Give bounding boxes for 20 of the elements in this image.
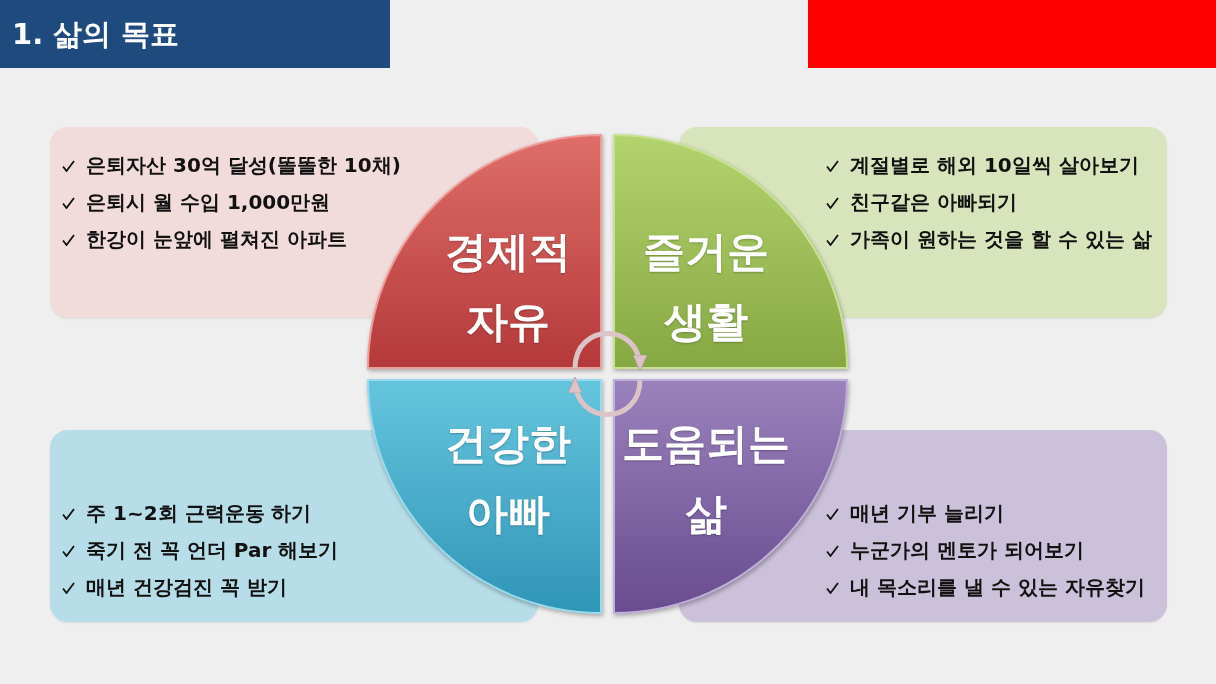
segment-label: 즐거운 생활: [643, 226, 769, 348]
goal-item: 가족이 원하는 것을 할 수 있는 삶: [850, 226, 1152, 253]
cycle-arrow: [572, 331, 646, 372]
segment-label: 도움되는 삶: [622, 418, 790, 540]
cycle-arrow: [569, 376, 643, 417]
goal-item: 죽기 전 꼭 언더 Par 해보기: [86, 537, 339, 564]
goal-item: 한강이 눈앞에 펼쳐진 아파트: [86, 226, 347, 253]
segment-label: 경제적 자유: [445, 226, 571, 348]
title-banner: 1. 삶의 목표: [0, 0, 390, 68]
goal-item: 매년 기부 늘리기: [850, 500, 1004, 527]
goal-item: 주 1~2회 근력운동 하기: [86, 500, 312, 527]
segment-label: 건강한 아빠: [445, 418, 571, 540]
goal-item: 매년 건강검진 꼭 받기: [86, 574, 287, 601]
goal-item: 은퇴시 월 수입 1,000만원: [86, 189, 331, 216]
goal-item: 내 목소리를 낼 수 있는 자유찾기: [850, 574, 1145, 601]
quadrant-segment: [368, 380, 601, 613]
goal-item: 친구같은 아빠되기: [850, 189, 1017, 216]
goal-item: 은퇴자산 30억 달성(똘똘한 10채): [86, 152, 401, 179]
goal-item: 누군가의 멘토가 되어보기: [850, 537, 1084, 564]
goal-item: 계절별로 해외 10일씩 살아보기: [850, 152, 1139, 179]
